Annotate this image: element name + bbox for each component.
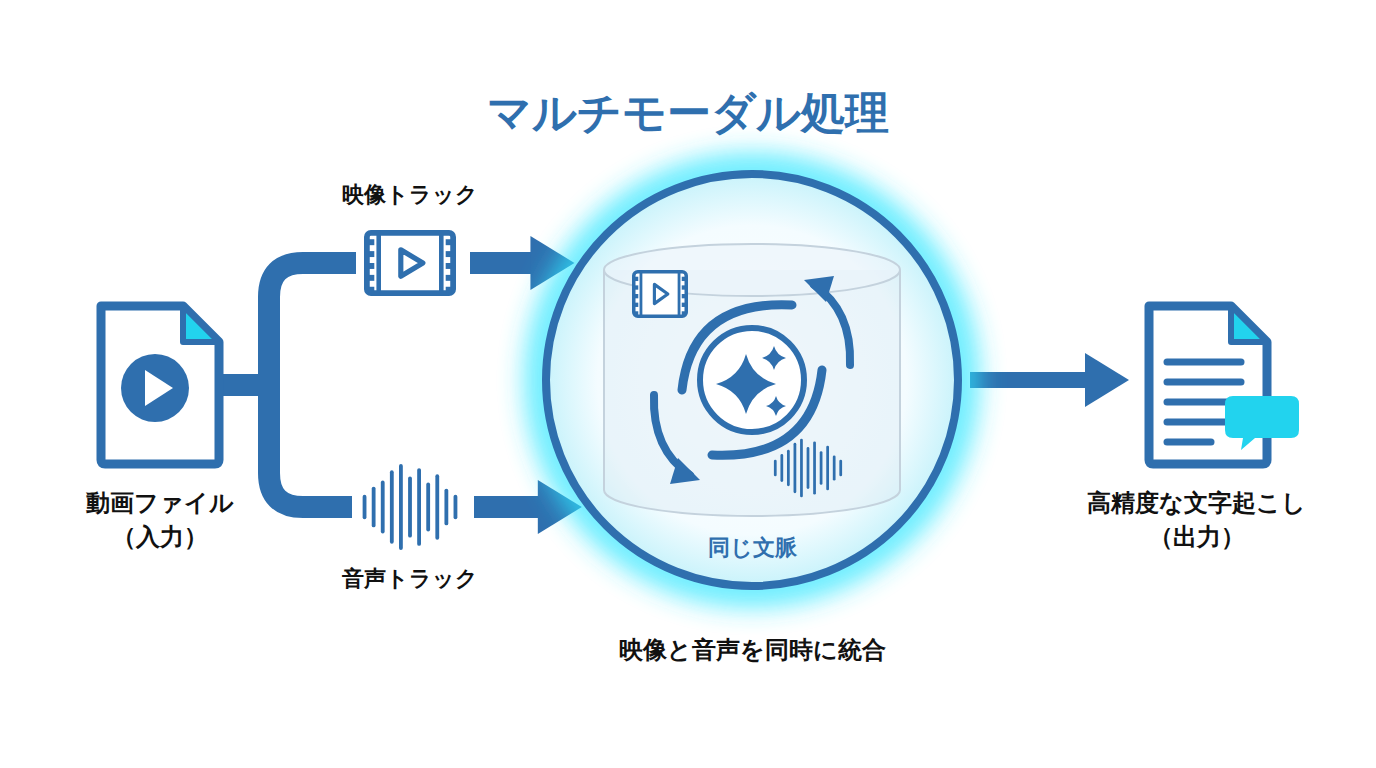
video-track: 映像トラック	[320, 180, 500, 304]
connector	[970, 353, 1129, 407]
node-label: 高精度な文字起こし （出力）	[1084, 486, 1310, 554]
node-label: 映像と音声を同時に統合	[480, 634, 1024, 666]
node-label: 動画ファイル （入力）	[83, 486, 237, 554]
mini-film-icon	[634, 270, 687, 318]
node-label: 音声トラック	[320, 564, 500, 594]
video-file-icon	[93, 300, 227, 470]
film-icon	[364, 230, 456, 296]
output-document: 高精度な文字起こし （出力）	[1088, 296, 1308, 556]
node-label: 映像トラック	[320, 180, 500, 210]
integration-circle: 同じ文脈映像と音声を同時に統合	[540, 168, 964, 592]
connector	[217, 374, 352, 507]
node-label: 同じ文脈	[540, 533, 964, 563]
input-file: 動画ファイル （入力）	[50, 296, 270, 556]
diagram-title: マルチモーダル処理	[0, 84, 1376, 143]
integration-circle	[540, 168, 964, 592]
document-icon	[1141, 300, 1275, 470]
waveform-icon	[360, 466, 460, 548]
mini-wave-icon	[775, 440, 840, 496]
audio-track: 音声トラック	[320, 462, 500, 602]
